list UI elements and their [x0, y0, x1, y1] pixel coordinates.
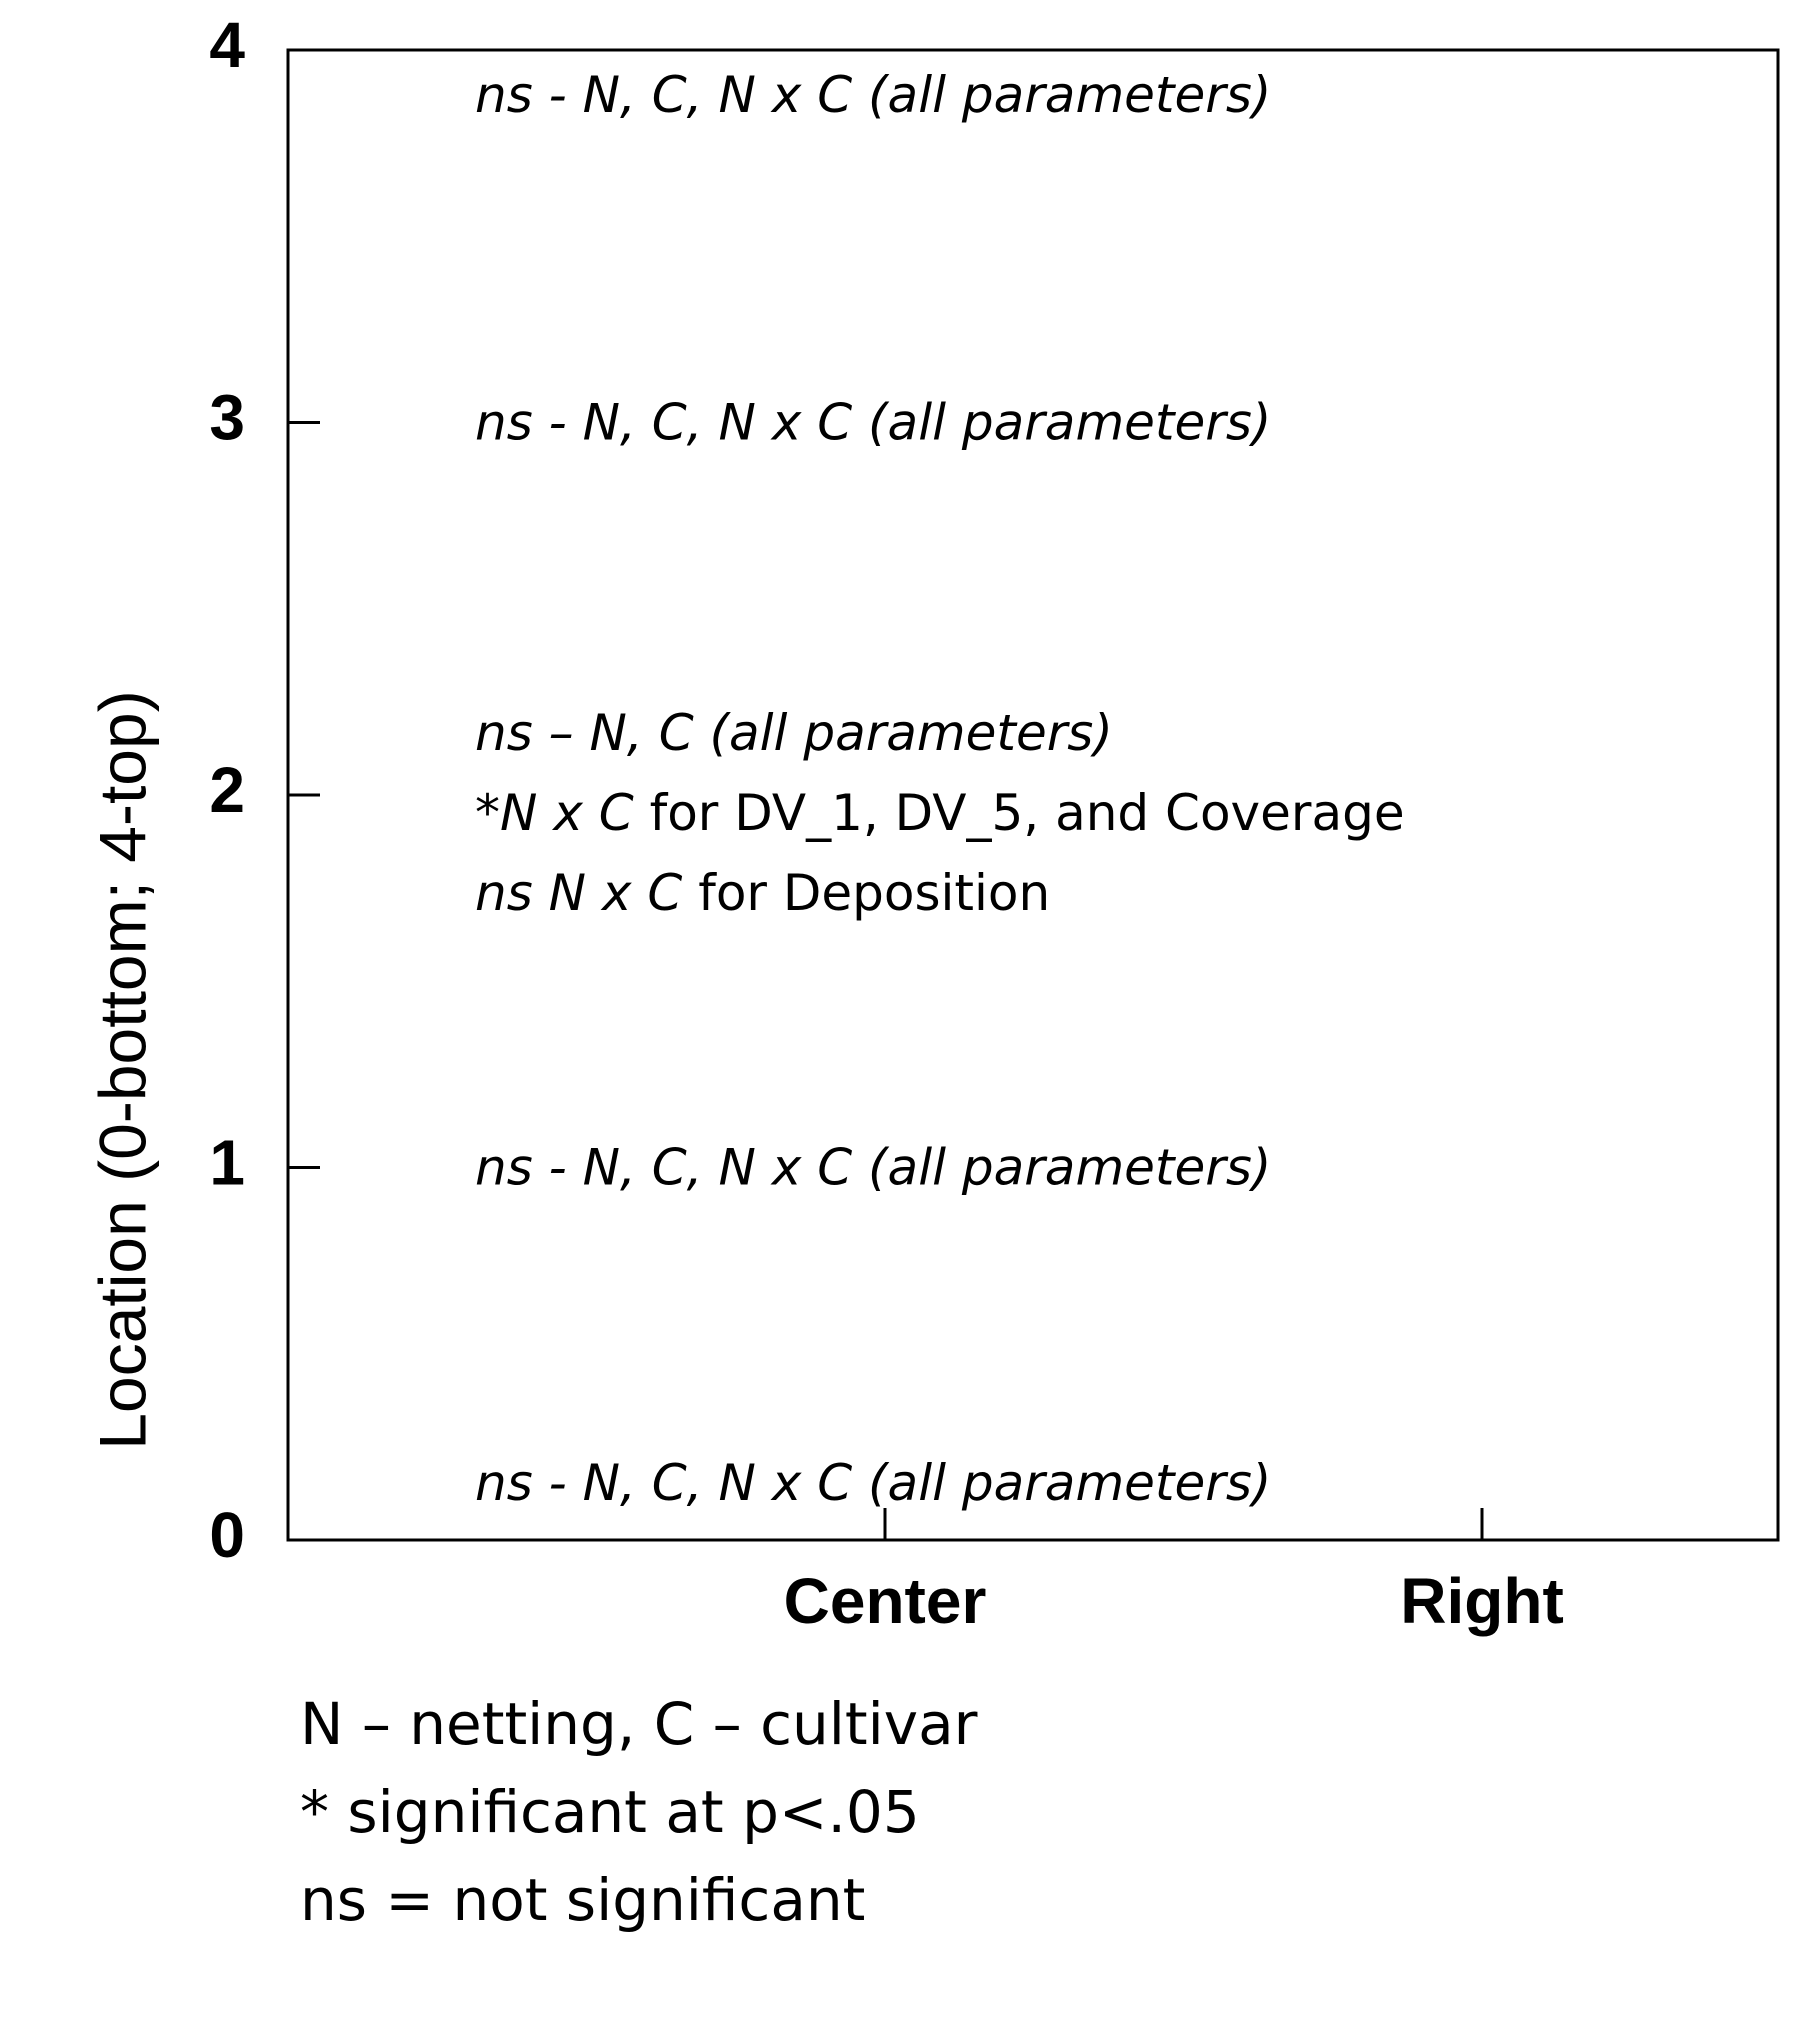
annotation-line: ns N x C for Deposition — [475, 864, 1050, 922]
annotation-segment: * — [475, 784, 500, 842]
annotation-segment: N x C — [500, 784, 634, 842]
annotation-segment: ns - N, C, N x C (all parameters) — [475, 394, 1271, 452]
legend-note: ns = not significant — [300, 1866, 866, 1934]
x-category-label: Right — [1400, 1565, 1564, 1637]
y-axis: 0 1 2 3 4 — [209, 9, 320, 1571]
annotations: ns - N, C, N x C (all parameters) ns - N,… — [475, 66, 1405, 1512]
annotation-segment: ns - N, C, N x C (all parameters) — [475, 66, 1271, 124]
y-tick-label: 4 — [209, 9, 245, 81]
annotation-line: ns - N, C, N x C (all parameters) — [475, 1139, 1271, 1197]
annotation-segment: for DV_1, DV_5, and Coverage — [634, 784, 1405, 842]
annotation-segment: for Deposition — [682, 864, 1050, 922]
annotation-segment: ns N x C — [475, 864, 682, 922]
y-tick-label: 3 — [209, 381, 245, 453]
y-axis-title: Location (0-bottom; 4-top) — [85, 690, 159, 1449]
legend-note: N – netting, C – cultivar — [300, 1690, 978, 1758]
annotation-segment: ns - N, C, N x C (all parameters) — [475, 1139, 1271, 1197]
legend-notes: N – netting, C – cultivar * significant a… — [300, 1680, 977, 1944]
legend-note: * significant at p<.05 — [300, 1778, 920, 1846]
annotation-line: ns - N, C, N x C (all parameters) — [475, 66, 1271, 124]
annotation-line: ns - N, C, N x C (all parameters) — [475, 394, 1271, 452]
annotation-line: ns – N, C (all parameters) — [475, 704, 1113, 762]
annotation-segment: ns - N, C, N x C (all parameters) — [475, 1454, 1271, 1512]
annotation-segment: ns – N, C (all parameters) — [475, 704, 1113, 762]
x-category-label: Center — [784, 1565, 987, 1637]
y-tick-label: 0 — [209, 1499, 245, 1571]
y-tick-label: 2 — [209, 754, 245, 826]
y-tick-label: 1 — [209, 1126, 245, 1198]
annotation-line: *N x C for DV_1, DV_5, and Coverage — [475, 784, 1405, 842]
annotation-line: ns - N, C, N x C (all parameters) — [475, 1454, 1271, 1512]
x-axis: Center Right — [784, 1508, 1564, 1637]
